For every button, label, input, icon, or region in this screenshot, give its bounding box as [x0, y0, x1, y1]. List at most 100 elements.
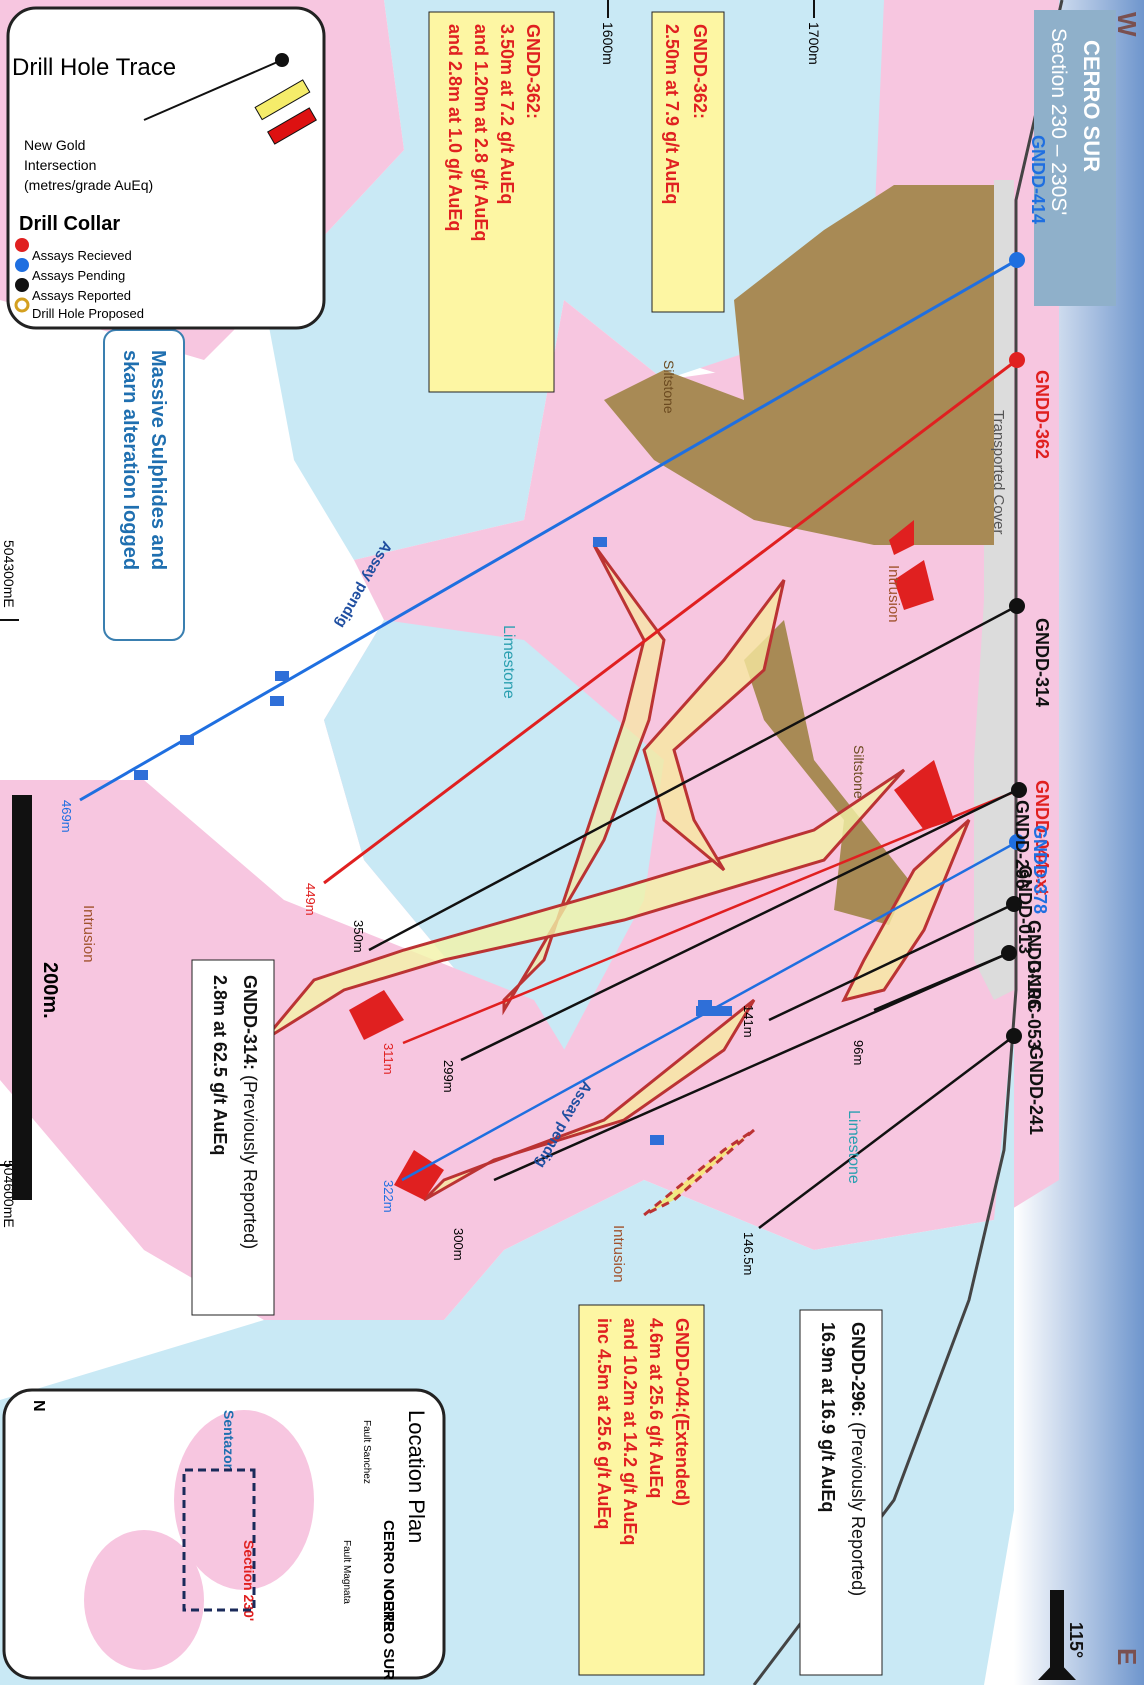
- legend-new-gold: New Gold: [24, 137, 85, 153]
- ms-mark-8: [650, 1135, 664, 1145]
- intrusion-east: [0, 780, 644, 1320]
- collar-gndd-314: [1009, 598, 1025, 614]
- label-gndd-296: GNDD-296: [1012, 800, 1032, 889]
- ms-mark-7: [698, 1000, 712, 1010]
- limestone-central: [324, 620, 664, 1050]
- callout-massive-l2: skarn alteration logged: [119, 350, 141, 570]
- legend-received-dot: [15, 238, 29, 252]
- depth-label-449: 449m: [303, 883, 318, 916]
- callout-gndd-296-title: GNDD-296:: [848, 1322, 868, 1417]
- depth-label-96: 96m: [851, 1040, 866, 1065]
- elev-label-1600: 1600m: [600, 22, 616, 65]
- depth-label-146: 146.5m: [741, 1232, 756, 1275]
- label-gndd-414: GNDD-414: [1028, 135, 1048, 224]
- trace-gndd-044ext: [402, 788, 1020, 1045]
- trace-gnrc-053: [873, 951, 1010, 1012]
- collar-gndd-241: [1006, 1028, 1022, 1044]
- location-plan-intrusion-2: [84, 1530, 204, 1670]
- trace-gndd-241: [758, 1035, 1015, 1229]
- callout-gndd-044-l3: inc 4.5m at 25.6 g/t AuEq: [594, 1318, 614, 1529]
- label-gndd-013: GNDD-013: [1015, 865, 1035, 954]
- legend-intersection: Intersection: [24, 157, 96, 173]
- legend-received: Assays Recieved: [32, 248, 132, 263]
- callout-gndd-362b-l1: 3.50m at 7.2 g/t AuEq: [497, 24, 517, 204]
- label-gndd-314: GNDD-314: [1032, 618, 1052, 707]
- ground-surface: [752, 0, 1064, 1685]
- depth-label-299: 299m: [441, 1060, 456, 1093]
- easting-label-1: 504300mE: [1, 540, 17, 608]
- legend-trace-line: [143, 59, 283, 121]
- callout-gndd-296-text: 16.9m at 16.9 g/t AuEq: [818, 1322, 838, 1512]
- location-plan-cerro-norte: CERRO NORTE: [380, 1520, 397, 1631]
- label-gndd-378: GNDD-378: [1030, 825, 1050, 914]
- callout-gndd-314-note: (Previously Reported): [240, 1070, 260, 1249]
- legend-gold-bar: [254, 79, 311, 121]
- trace-gndd-013: [768, 902, 1015, 1022]
- trace-gndd-296: [460, 788, 1018, 1062]
- collar-gndd-362: [1009, 352, 1025, 368]
- limestone-west-unit: [264, 0, 884, 560]
- label-siltstone-2: Siltstone: [851, 745, 867, 799]
- callout-gndd-362a-text: 2.50m at 7.9 g/t AuEq: [662, 24, 682, 204]
- label-transported-cover: Transported Cover: [990, 410, 1007, 535]
- legend-reported-dot: [15, 278, 29, 292]
- collar-gndd-378: [1009, 834, 1025, 850]
- location-plan-intrusion-1: [174, 1410, 314, 1590]
- location-plan-section-box: [182, 1468, 256, 1612]
- location-plan-cerro-sur: CERRO SUR: [380, 1590, 397, 1680]
- legend-box: [6, 6, 326, 330]
- legend-trace-dot: [275, 53, 289, 67]
- callout-gndd-314: [191, 959, 275, 1316]
- mineralised-zone-shallow: [841, 818, 971, 1003]
- legend-trace-title: Drill Hole Trace: [12, 54, 176, 81]
- depth-label-322: 322m: [381, 1180, 396, 1213]
- callout-gndd-314-text: 2.8m at 62.5 g/t AuEq: [210, 975, 230, 1155]
- callout-gndd-362b-l2: and 1.20m at 2.8 g/t AuEq: [471, 24, 491, 241]
- ms-mark-3: [270, 696, 284, 706]
- west-label: W: [1112, 12, 1142, 37]
- label-gnrc-053: GNRC-053: [1024, 960, 1044, 1049]
- arrow-4: [349, 990, 404, 1040]
- callout-gndd-362b: [428, 11, 555, 393]
- arrow-2: [894, 560, 934, 610]
- title-line1: CERRO SUR: [1079, 40, 1104, 172]
- callout-gndd-044-l1: 4.6m at 25.6 g/t AuEq: [646, 1318, 666, 1498]
- label-gndd-106: GNDD-106: [1024, 920, 1044, 1009]
- label-intrusion-3: Intrusion: [610, 1225, 627, 1283]
- trace-gndd-106: [493, 951, 1010, 1182]
- title-line2: Section 230 – 230S': [1047, 28, 1070, 215]
- legend-pending-dot: [15, 258, 29, 272]
- collar-gndd-106: [1001, 945, 1017, 961]
- mineralised-zone-upper: [502, 544, 666, 1016]
- mineralised-zone-dashed: [643, 1128, 755, 1217]
- label-intrusion-2: Intrusion: [80, 905, 97, 963]
- callout-gndd-314-title: GNDD-314:: [240, 975, 260, 1070]
- location-plan-title: Location Plan: [404, 1410, 429, 1543]
- collar-gndd-013: [1006, 896, 1022, 912]
- legend-proposed-dot: [14, 297, 30, 313]
- ms-mark-4: [180, 735, 194, 745]
- mineralised-zone-vertical: [642, 579, 786, 872]
- trace-gndd-362: [323, 358, 1018, 885]
- arrow-1: [889, 520, 914, 555]
- elev-label-1700: 1700m: [806, 22, 822, 65]
- depth-label-469: 469m: [59, 800, 74, 833]
- label-gndd-044ext: GNDD-044ext: [1032, 780, 1052, 895]
- trace-gndd-414: [79, 258, 1018, 802]
- depth-label-350: 350m: [351, 920, 366, 953]
- depth-label-141: 141m: [741, 1005, 756, 1038]
- legend-reported: Assays Reported: [32, 288, 131, 303]
- callout-gndd-296-note: (Previously Reported): [848, 1417, 868, 1596]
- siltstone-west: [604, 185, 994, 545]
- callout-gndd-296-line1: GNDD-296: (Previously Reported): [848, 1322, 868, 1596]
- scale-bar: [12, 795, 32, 1200]
- callout-gndd-362a-title: GNDD-362:: [690, 24, 710, 119]
- callout-gndd-044-title: GNDD-044:(Extended): [672, 1318, 692, 1506]
- label-limestone-1: Limestone: [500, 625, 517, 699]
- callout-gndd-044: [578, 1304, 705, 1676]
- trace-gndd-314: [368, 604, 1018, 952]
- label-intrusion-1: Intrusion: [885, 565, 902, 623]
- massive-sulphide-marks: [134, 537, 732, 1145]
